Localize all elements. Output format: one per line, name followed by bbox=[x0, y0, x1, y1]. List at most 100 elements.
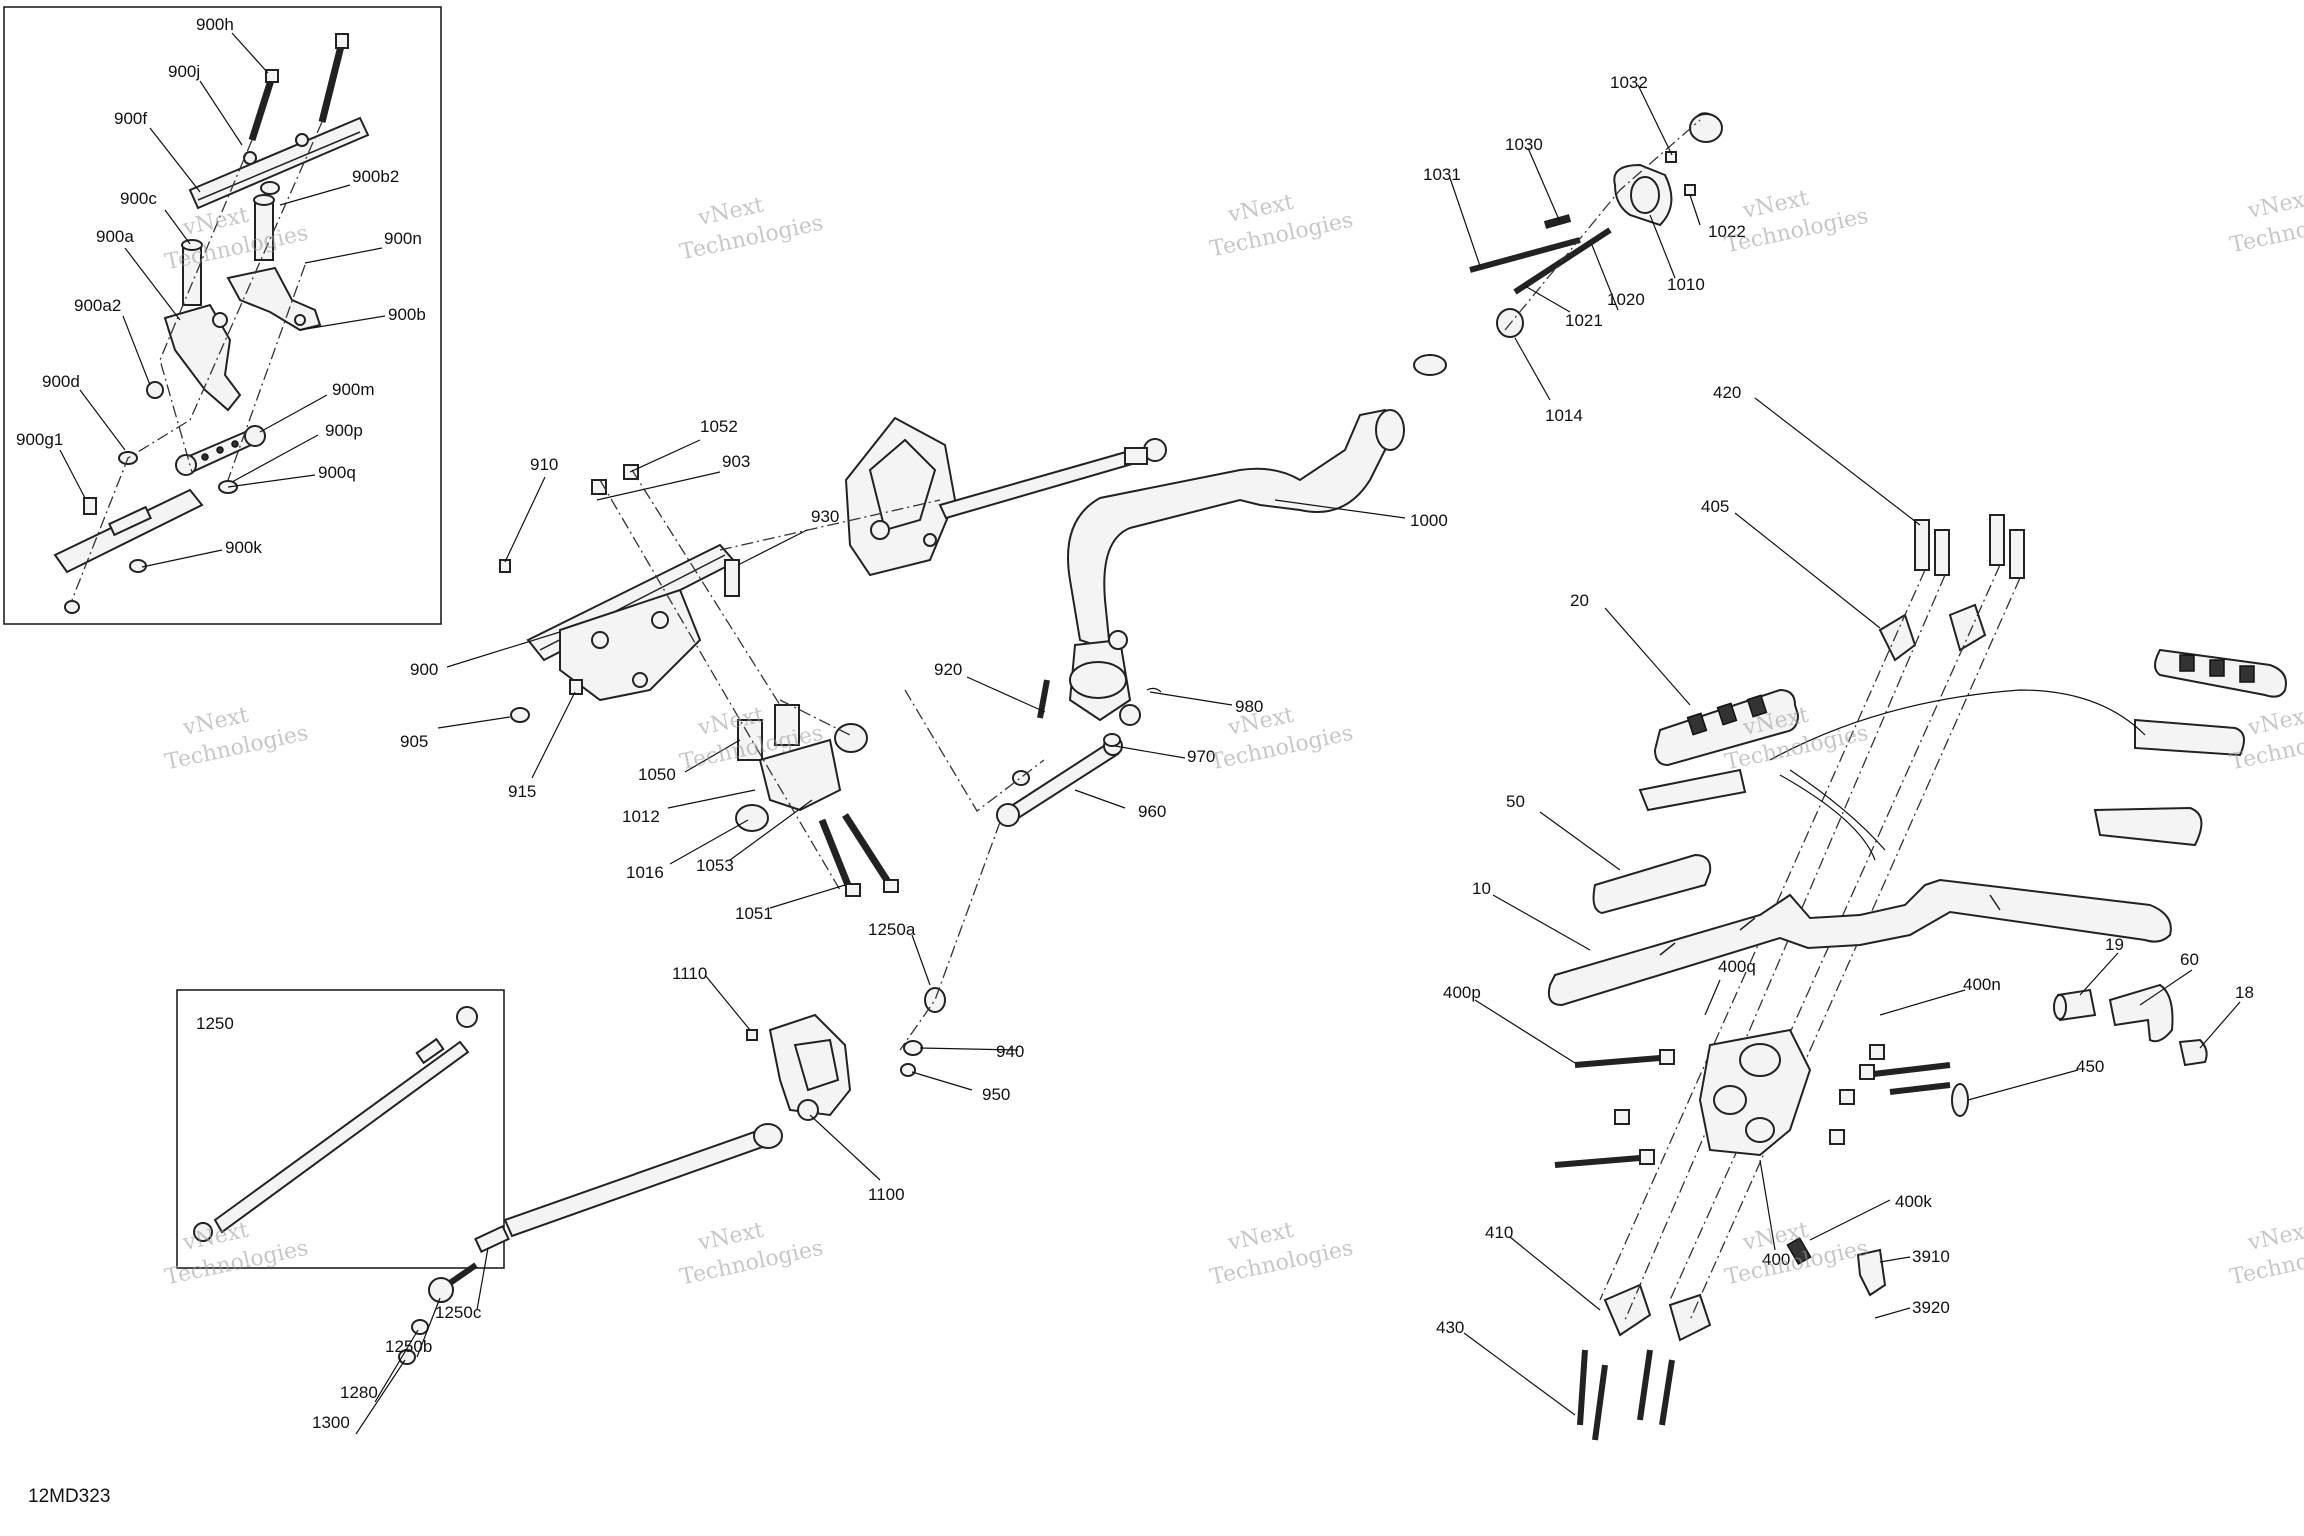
axis-line-a bbox=[904, 689, 1045, 812]
handlebar-grips bbox=[1638, 648, 2287, 861]
callout-910: 910 bbox=[530, 455, 558, 474]
callout-labels: 900h 900j 900f 900c 900b2 900a 900n 900a… bbox=[16, 15, 2254, 1432]
callout-900b2: 900b2 bbox=[352, 167, 399, 186]
callout-980: 980 bbox=[1235, 697, 1263, 716]
callout-400n: 400n bbox=[1963, 975, 2001, 994]
callout-900: 900 bbox=[410, 660, 438, 679]
callout-900f: 900f bbox=[114, 109, 147, 128]
callout-60: 60 bbox=[2180, 950, 2199, 969]
callout-900a: 900a bbox=[96, 227, 134, 246]
callout-430: 430 bbox=[1436, 1318, 1464, 1337]
inset-rod-1250 bbox=[193, 1006, 478, 1242]
diagram-code: 12MD323 bbox=[28, 1486, 110, 1507]
axis-line-b bbox=[779, 699, 851, 736]
callout-970: 970 bbox=[1187, 747, 1215, 766]
callout-1100: 1100 bbox=[868, 1185, 905, 1204]
svg-text:vNext: vNext bbox=[2245, 1218, 2304, 1256]
callout-20: 20 bbox=[1570, 591, 1589, 610]
lower-housing-1100 bbox=[746, 987, 946, 1121]
handlebar-10 bbox=[1547, 878, 2172, 1007]
callout-900h: 900h bbox=[196, 15, 234, 34]
inset-box-900 bbox=[3, 6, 442, 625]
callout-450: 450 bbox=[2076, 1057, 2104, 1076]
callout-900b: 900b bbox=[388, 305, 426, 324]
callout-3920: 3920 bbox=[1912, 1298, 1950, 1317]
callout-10: 10 bbox=[1472, 879, 1491, 898]
callout-1012: 1012 bbox=[622, 807, 660, 826]
throttle-sleeve-50 bbox=[1592, 853, 1712, 915]
callout-1300: 1300 bbox=[312, 1413, 350, 1432]
callout-1280: 1280 bbox=[340, 1383, 378, 1402]
callout-420: 420 bbox=[1713, 383, 1741, 402]
inset-box-1250 bbox=[176, 989, 505, 1269]
svg-text:vNext: vNext bbox=[2245, 703, 2304, 741]
callout-1014: 1014 bbox=[1545, 406, 1583, 425]
callout-900a2: 900a2 bbox=[74, 296, 121, 315]
svg-text:vNext: vNext bbox=[2245, 186, 2304, 224]
callout-1022: 1022 bbox=[1708, 222, 1746, 241]
callout-19: 19 bbox=[2105, 935, 2124, 954]
callout-400k: 400k bbox=[1895, 1192, 1932, 1211]
callout-50: 50 bbox=[1506, 792, 1525, 811]
steering-cover-930 bbox=[844, 416, 957, 577]
callout-405: 405 bbox=[1701, 497, 1729, 516]
callout-18: 18 bbox=[2235, 983, 2254, 1002]
callout-900m: 900m bbox=[332, 380, 375, 399]
leader-lines bbox=[59, 32, 2241, 1435]
callout-900p: 900p bbox=[325, 421, 363, 440]
inset-label-1250: 1250 bbox=[196, 1014, 234, 1033]
callout-1031: 1031 bbox=[1423, 165, 1461, 184]
callout-900k: 900k bbox=[225, 538, 262, 557]
callout-1016: 1016 bbox=[626, 863, 664, 882]
callout-410: 410 bbox=[1485, 1223, 1513, 1242]
callout-900d: 900d bbox=[42, 372, 80, 391]
callout-1110: 1110 bbox=[672, 964, 707, 983]
callout-903: 903 bbox=[722, 452, 750, 471]
callout-400q: 400q bbox=[1718, 957, 1756, 976]
handlebar-support-900 bbox=[499, 464, 740, 723]
callout-1052: 1052 bbox=[700, 417, 738, 436]
callout-900n: 900n bbox=[384, 229, 422, 248]
callout-950: 950 bbox=[982, 1085, 1010, 1104]
callout-905: 905 bbox=[400, 732, 428, 751]
callout-930: 930 bbox=[811, 507, 839, 526]
handlebar-clamps bbox=[1577, 514, 2025, 1441]
steering-rod-upper bbox=[938, 438, 1167, 520]
callout-900q: 900q bbox=[318, 463, 356, 482]
callout-3910: 3910 bbox=[1912, 1247, 1950, 1266]
callout-1051: 1051 bbox=[735, 904, 773, 923]
callout-900c: 900c bbox=[120, 189, 157, 208]
inset-900-parts bbox=[53, 33, 370, 614]
callout-1020: 1020 bbox=[1607, 290, 1645, 309]
callout-940: 940 bbox=[996, 1042, 1024, 1061]
callout-1250b: 1250b bbox=[385, 1337, 432, 1356]
callout-400: 400 bbox=[1762, 1250, 1790, 1269]
axis-line-d bbox=[719, 499, 941, 551]
top-clamp-1010 bbox=[1469, 112, 1723, 338]
callout-1032: 1032 bbox=[1610, 73, 1648, 92]
steering-column-1000 bbox=[1067, 354, 1447, 726]
lower-clamp-400 bbox=[1554, 1028, 1969, 1297]
steering-rod-lower-1250 bbox=[398, 1123, 783, 1365]
callout-1250a: 1250a bbox=[868, 920, 916, 939]
callout-1250c: 1250c bbox=[435, 1303, 482, 1322]
callout-1000: 1000 bbox=[1410, 511, 1448, 530]
callout-900j: 900j bbox=[168, 62, 200, 81]
callout-900g1: 900g1 bbox=[16, 430, 63, 449]
steering-clamp-1050 bbox=[599, 469, 899, 897]
axis-line-c bbox=[899, 821, 1001, 1051]
callout-1053: 1053 bbox=[696, 856, 734, 875]
end-caps bbox=[2053, 983, 2208, 1067]
callout-1050: 1050 bbox=[638, 765, 676, 784]
callout-1030: 1030 bbox=[1505, 135, 1543, 154]
